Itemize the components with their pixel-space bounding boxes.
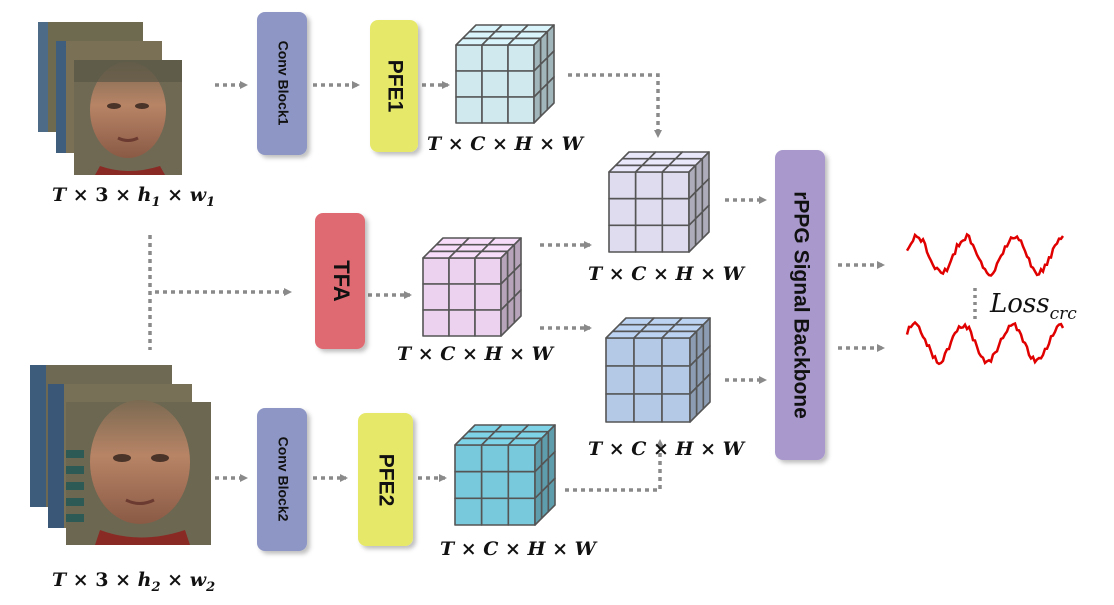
tensor-cell-front xyxy=(661,197,690,227)
tensor-cell-side xyxy=(513,289,522,324)
tensor-cell-front xyxy=(507,470,536,500)
tensor-cell-front xyxy=(474,257,502,285)
tensor-cell-side xyxy=(500,302,509,337)
tensor-cube-pfe2 xyxy=(454,424,556,526)
tensor-cell-front xyxy=(634,224,664,253)
tensor-cell-front xyxy=(507,497,536,526)
tensor-cell-front xyxy=(480,444,510,473)
tensor-cubes xyxy=(422,24,711,526)
tensor-shape-label-fused-top: T × C × H × W xyxy=(588,263,746,285)
tensor-shape-label-pfe1: T × C × H × W xyxy=(427,133,585,155)
tensor-cell-side xyxy=(546,76,555,111)
tensor-cell-front xyxy=(605,393,635,423)
tensor-cell-front xyxy=(605,337,635,367)
input-stack-large xyxy=(30,365,211,545)
tensor-cell-front xyxy=(422,309,450,337)
tensor-cell-front xyxy=(633,393,663,423)
tensor-cell-front xyxy=(608,171,637,200)
tensor-cube-pfe1 xyxy=(455,24,555,124)
tensor-cell-front xyxy=(633,337,663,367)
tensor-shape-label-tfa: T × C × H × W xyxy=(397,343,555,365)
tensor-cell-front xyxy=(448,257,476,285)
tensor-cell-front xyxy=(454,497,483,526)
tensor-cell-side xyxy=(689,386,698,423)
rppg-signal-top xyxy=(905,232,1065,277)
tensor-cell-side xyxy=(694,211,704,247)
tensor-cell-front xyxy=(455,44,483,72)
tensor-cell-front xyxy=(661,171,690,200)
tensor-cell-front xyxy=(480,497,510,526)
tensor-cell-front xyxy=(661,337,691,367)
conv-block-2 xyxy=(257,408,307,551)
tensor-cube-tfa xyxy=(422,237,522,337)
pfe-block-1-label: PFE1 xyxy=(383,60,406,113)
tensor-cell-side xyxy=(533,89,542,124)
tensor-cell-front xyxy=(455,96,483,124)
tensor-cell-front xyxy=(608,224,637,253)
tensor-shape-label-fused-bottom: T × C × H × W xyxy=(588,438,746,460)
tensor-cell-front xyxy=(634,171,664,200)
conv-block-1-label: Conv Block1 xyxy=(275,41,291,126)
input-stack-small xyxy=(38,22,182,175)
face-frame xyxy=(74,60,182,175)
arrows xyxy=(148,73,977,492)
tensor-cell-front xyxy=(507,70,535,98)
striped-sweater xyxy=(66,450,84,522)
tensor-cube-fused-bottom xyxy=(605,317,711,423)
face-frame xyxy=(66,400,211,545)
tensor-cell-front xyxy=(481,70,509,98)
tensor-cell-front xyxy=(605,365,635,395)
tensor-cell-front xyxy=(661,393,691,423)
tensor-cell-front xyxy=(480,470,510,500)
tensor-cell-front xyxy=(422,257,450,285)
tensor-cell-side xyxy=(539,82,549,118)
pfe-block-2-label: PFE2 xyxy=(374,454,397,507)
pfe-block-2 xyxy=(358,413,413,546)
tensor-cell-front xyxy=(448,309,476,337)
tensor-cell-front xyxy=(507,96,535,124)
tensor-cell-front xyxy=(633,365,663,395)
tensor-cell-front xyxy=(448,283,476,311)
tensor-cell-side xyxy=(701,204,710,240)
rppg-backbone-label: rPPG Signal Backbone xyxy=(789,191,812,419)
tensor-cell-front xyxy=(661,365,691,395)
tensor-cell-front xyxy=(422,283,450,311)
tensor-cell-front xyxy=(455,70,483,98)
loss-label: Losscrc xyxy=(989,289,1077,324)
tensor-cell-side xyxy=(688,217,697,253)
tensor-cell-front xyxy=(474,283,502,311)
arrow-pfe1-tensor-to-fused xyxy=(568,73,662,138)
tensor-cube-fused-top xyxy=(608,151,710,253)
tensor-cell-front xyxy=(481,44,509,72)
tensor-shape-label-pfe2: T × C × H × W xyxy=(440,538,598,560)
tensor-cell-front xyxy=(661,224,690,253)
tensor-cell-front xyxy=(507,444,536,473)
tfa-block-label: TFA xyxy=(329,260,354,302)
conv-block-1 xyxy=(257,12,307,155)
tensor-cell-side xyxy=(702,373,711,410)
tensor-cell-front xyxy=(507,44,535,72)
tensor-cell-front xyxy=(634,197,664,227)
tensor-cell-side xyxy=(547,477,556,513)
tfa-block xyxy=(315,213,365,349)
rppg-backbone-block xyxy=(775,150,825,460)
tensor-cell-front xyxy=(454,444,483,473)
input-large-shape-label: T × 3 × h2 × w2 xyxy=(52,569,215,595)
tensor-cell-front xyxy=(474,309,502,337)
tensor-cell-side xyxy=(506,295,516,331)
rppg-signal-bottom xyxy=(905,320,1065,366)
tensor-cell-front xyxy=(454,470,483,500)
pfe-block-1 xyxy=(370,20,418,152)
conv-block-2-label: Conv Block2 xyxy=(275,437,291,522)
input-small-shape-label: T × 3 × h1 × w1 xyxy=(52,184,215,210)
tensor-cell-side xyxy=(695,379,705,417)
tensor-cell-side xyxy=(534,490,543,526)
tensor-cell-side xyxy=(540,484,550,520)
tensor-cell-front xyxy=(481,96,509,124)
tensor-cell-front xyxy=(608,197,637,227)
